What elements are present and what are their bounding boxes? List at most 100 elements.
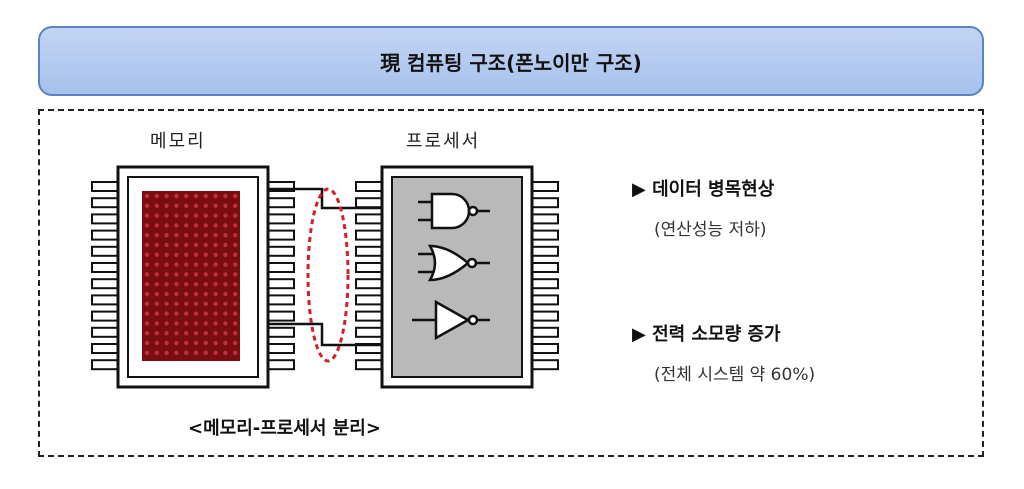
memory-right-pins (267, 181, 295, 371)
chip-pin (267, 359, 295, 371)
memory-cell (223, 311, 228, 316)
memory-cell (144, 340, 150, 346)
chip-pin (355, 278, 383, 290)
memory-cell (174, 252, 179, 257)
memory-cell (144, 291, 150, 297)
nand-gate-symbol (418, 192, 490, 230)
chip-pin (267, 229, 295, 241)
memory-cell (213, 301, 218, 306)
chip-pin (267, 245, 295, 257)
memory-cell (203, 340, 208, 346)
memory-cell (193, 233, 199, 238)
memory-cell (193, 262, 199, 267)
memory-cell (174, 233, 179, 238)
memory-cell (223, 233, 228, 238)
memory-cell (213, 262, 218, 267)
memory-cell (144, 282, 150, 287)
memory-cell (233, 242, 238, 248)
memory-cell (144, 193, 150, 199)
memory-cell (164, 233, 169, 238)
memory-cell (164, 223, 169, 228)
memory-cell (233, 193, 238, 199)
memory-cell (223, 282, 228, 287)
memory-cell (223, 321, 228, 326)
chip-pin (267, 326, 295, 338)
memory-cell (164, 291, 169, 297)
memory-cell (184, 291, 189, 297)
memory-cell (223, 301, 228, 306)
memory-cell (203, 331, 208, 336)
memory-cell (164, 193, 169, 199)
bus-wires (268, 187, 382, 347)
memory-cell (203, 272, 208, 277)
memory-cell (203, 223, 208, 228)
memory-cell (164, 213, 169, 218)
processor-label: 프로세서 (406, 131, 481, 152)
memory-cell (223, 242, 228, 248)
memory-cell (233, 291, 238, 297)
memory-cell (203, 252, 208, 257)
chip-pin (91, 262, 119, 273)
chip-pin (91, 326, 119, 338)
memory-cell (164, 301, 169, 306)
memory-cell (154, 321, 159, 326)
memory-cell (144, 233, 150, 238)
memory-cell (213, 242, 218, 248)
memory-cell (174, 301, 179, 306)
memory-cell (193, 242, 199, 248)
memory-cell (174, 311, 179, 316)
memory-cell (174, 193, 179, 199)
chip-pin (91, 359, 119, 371)
memory-cell (203, 193, 208, 199)
memory-cell (174, 262, 179, 267)
bottleneck-heading: ▶ 데이터 병목현상 (632, 179, 775, 200)
memory-cell (223, 203, 228, 208)
memory-cell (144, 350, 150, 355)
chip-pin (267, 213, 295, 225)
memory-cell (154, 233, 159, 238)
memory-cell (203, 291, 208, 297)
memory-cell (174, 213, 179, 218)
memory-cell (203, 282, 208, 287)
memory-cell (213, 193, 218, 199)
memory-cell (154, 272, 159, 277)
memory-cell (193, 252, 199, 257)
memory-cell (233, 282, 238, 287)
memory-cell (174, 331, 179, 336)
memory-cell (213, 311, 218, 316)
chip-pin (91, 343, 119, 354)
chip-pin (355, 262, 383, 273)
memory-cell (203, 242, 208, 248)
memory-cell (154, 291, 159, 297)
memory-cell (193, 291, 199, 297)
memory-left-pins (91, 181, 119, 371)
memory-cell (154, 282, 159, 287)
chip-pin (267, 262, 295, 273)
memory-cell (203, 301, 208, 306)
memory-cell (233, 340, 238, 346)
memory-cell (193, 223, 199, 228)
power-heading: ▶ 전력 소모량 증가 (632, 324, 781, 345)
memory-cell (144, 213, 150, 218)
chip-pin (355, 326, 383, 338)
memory-cell (213, 331, 218, 336)
memory-cell (203, 233, 208, 238)
chip-pin (531, 294, 559, 306)
chip-pin (531, 197, 559, 209)
processor-left-pins (355, 181, 383, 371)
power-detail: (전체 시스템 약 60%) (654, 365, 816, 385)
memory-cell (174, 282, 179, 287)
not-gate-symbol (412, 299, 490, 341)
chip-pin (91, 278, 119, 290)
memory-cell (164, 262, 169, 267)
memory-cell (174, 321, 179, 326)
chip-pin (355, 213, 383, 225)
chip-pin (531, 278, 559, 290)
memory-cell (184, 213, 189, 218)
memory-cell (233, 350, 238, 355)
memory-cell (193, 282, 199, 287)
memory-cell (223, 262, 228, 267)
memory-cell (164, 311, 169, 316)
memory-cell (223, 340, 228, 346)
memory-cell (203, 203, 208, 208)
